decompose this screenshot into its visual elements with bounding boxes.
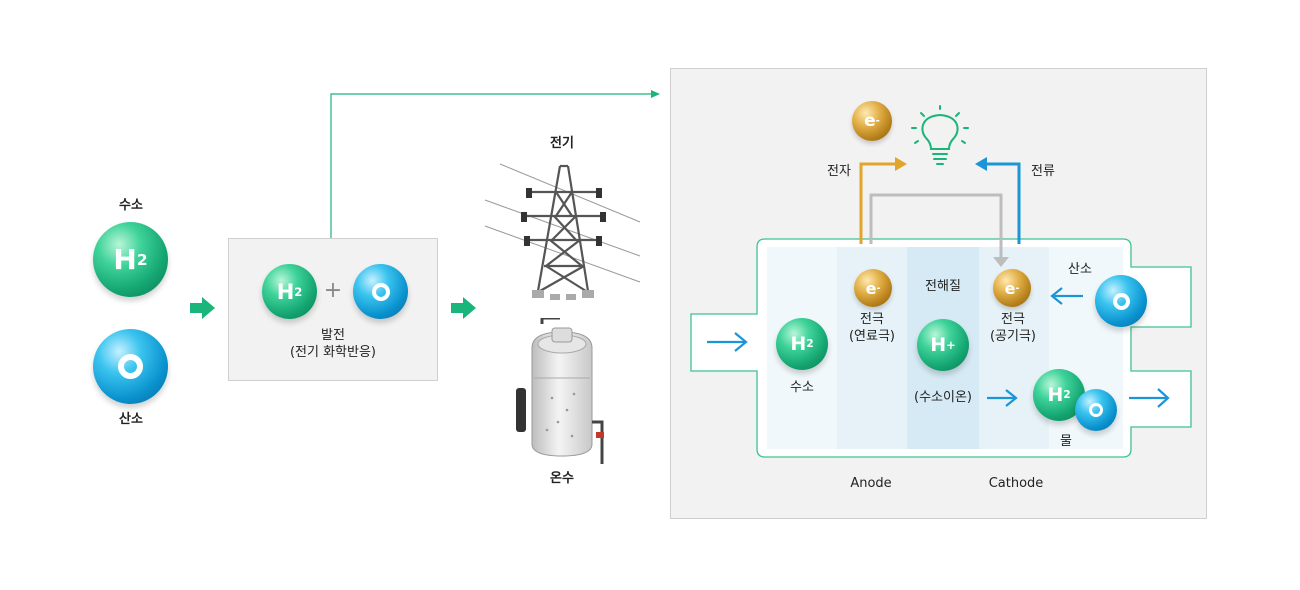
- electron-symbol: e: [1004, 278, 1016, 298]
- electron-icon: e-: [993, 269, 1031, 307]
- hydrogen-subscript: 2: [806, 338, 814, 350]
- oxygen-molecule-icon: [1095, 275, 1147, 327]
- oxygen-ring-icon: [118, 354, 143, 379]
- electricity-label: 전기: [550, 136, 574, 151]
- oxygen-ring-icon: [1089, 403, 1103, 417]
- anode-label: Anode: [850, 476, 892, 491]
- hydrogen-subscript: 2: [294, 284, 303, 299]
- hydrogen-input-label: 수소: [119, 198, 143, 213]
- oxygen-ring-icon: [371, 282, 390, 301]
- oxygen-molecule-icon: [353, 264, 408, 319]
- plus-sign: +: [323, 278, 343, 303]
- cathode-electrode-label: 전극: [1001, 312, 1025, 327]
- electron-symbol: e: [864, 111, 876, 131]
- electron-superscript: -: [1015, 282, 1020, 294]
- circuit-paths: [707, 157, 1170, 408]
- hot-water-tank-icon: [516, 318, 604, 464]
- electron-icon: e-: [852, 101, 892, 141]
- generation-label: 발전: [321, 328, 345, 343]
- hydrogen-ion-superscript: +: [946, 338, 956, 352]
- anode-electrode-sublabel: (연료극): [848, 329, 896, 344]
- lightbulb-icon: [911, 105, 969, 165]
- water-label: 물: [1060, 434, 1072, 449]
- cathode-label: Cathode: [988, 476, 1044, 491]
- current-label: 전류: [1031, 164, 1055, 179]
- oxygen-molecule-icon: [93, 329, 168, 404]
- fuel-cell-panel: e- 전자 전류 e- 전극 (연료극) 전해질 H+ (수소이온) e- 전극…: [670, 68, 1207, 519]
- transmission-tower-icon: [484, 163, 641, 300]
- hydrogen-subscript: 2: [1063, 389, 1071, 401]
- anode-hydrogen-label: 수소: [790, 380, 814, 395]
- hydrogen-symbol: H: [276, 279, 295, 304]
- electron-symbol: e: [865, 278, 877, 298]
- anode-electrode-label: 전극: [860, 312, 884, 327]
- oxygen-ring-icon: [1112, 292, 1130, 310]
- generation-sublabel: (전기 화학반응): [289, 345, 377, 360]
- electron-superscript: -: [876, 282, 881, 294]
- cathode-electrode-sublabel: (공기극): [989, 329, 1037, 344]
- oxygen-input-label: 산소: [119, 412, 143, 427]
- flow-connector-line: [330, 90, 660, 238]
- hydrogen-symbol: H: [790, 333, 807, 355]
- electron-superscript: -: [875, 115, 880, 127]
- electrolyte-label: 전해질: [925, 279, 961, 294]
- hydrogen-ion-symbol: H: [930, 334, 947, 356]
- hydrogen-symbol: H: [1047, 384, 1064, 406]
- hydrogen-symbol: H: [113, 243, 137, 276]
- hot-water-label: 온수: [550, 471, 574, 486]
- arrow-right-icon: [190, 297, 215, 319]
- cathode-oxygen-label: 산소: [1068, 262, 1092, 277]
- hydrogen-ion-label: (수소이온): [914, 390, 972, 405]
- oxygen-molecule-icon: [1075, 389, 1117, 431]
- electron-label: 전자: [827, 164, 851, 179]
- arrow-right-icon: [451, 297, 476, 319]
- hydrogen-subscript: 2: [136, 250, 148, 269]
- hydrogen-ion-icon: H+: [917, 319, 969, 371]
- electron-icon: e-: [854, 269, 892, 307]
